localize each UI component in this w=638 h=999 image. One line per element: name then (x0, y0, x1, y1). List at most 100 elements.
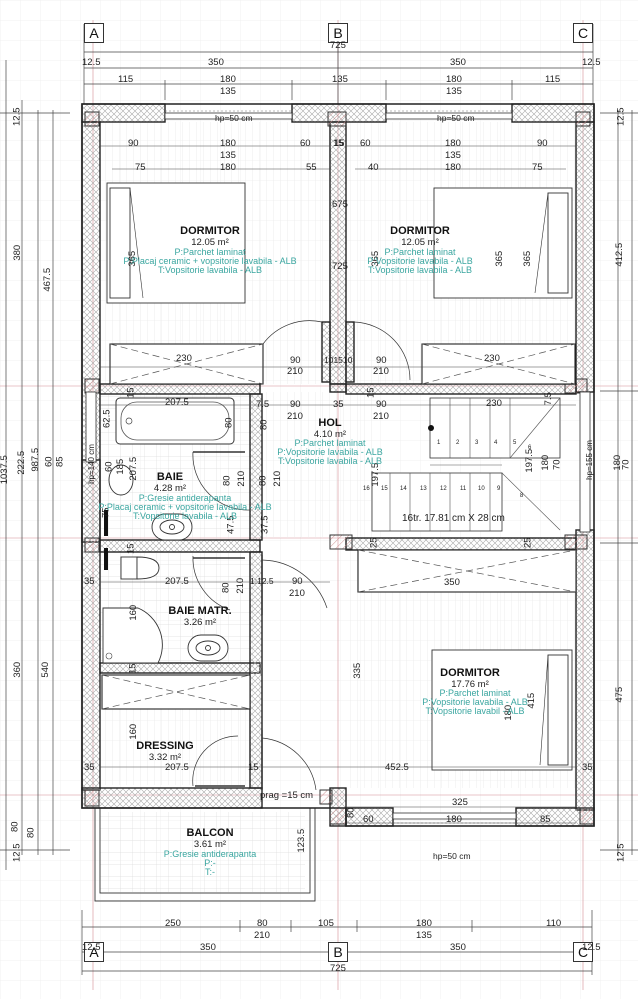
wall-finish: P:Placaj ceramic + vopsitorie lavabila -… (123, 256, 297, 266)
dim-label: 180 (416, 918, 432, 929)
dim-label: 180 (220, 138, 236, 149)
ceiling-finish: T:Vopsitorie lavabila - ALB (277, 456, 383, 466)
dim-label: 210 (235, 577, 247, 594)
dim-label: 380 (12, 244, 24, 261)
dim-label: 135 (416, 930, 432, 941)
dim-label: 35 (84, 576, 95, 587)
window-height-label: hp=50 cm (215, 113, 253, 123)
dim-label: 12.5 (615, 107, 627, 127)
dim-label: 675 (332, 199, 348, 210)
dim-label: 12.5 (82, 942, 101, 953)
dim-label: 207.5 (165, 762, 189, 773)
dim-label: 12.5 (11, 107, 23, 127)
dim-label: 90 (292, 576, 303, 587)
room-name: DORMITOR (440, 667, 500, 679)
dim-label: 350 (200, 942, 216, 953)
dim-label: 197.5 (370, 462, 382, 487)
dim-label: 110 (546, 918, 562, 929)
dim-label: 90 (290, 399, 301, 410)
dim-label: 230 (486, 398, 502, 409)
stairs-spec-label: 16tr. 17.81 cm X 28 cm (402, 513, 505, 524)
dim-label: 197.5 (524, 448, 536, 473)
dim-label: 85 (540, 814, 551, 825)
wall-finish: P:Vopsitorie lavabila - ALB (277, 447, 383, 457)
step-number: 14 (400, 486, 407, 492)
dim-label: 135 (446, 86, 462, 97)
floor-finish: P:Parchet laminat (439, 688, 511, 698)
dim-label: 25 (522, 537, 534, 549)
room-area: 12.05 m² (191, 237, 229, 248)
dim-label: 250 (165, 918, 181, 929)
room-area: 3.26 m² (183, 617, 217, 628)
window-height-label: hp=50 cm (437, 113, 475, 123)
dim-label: 55 (306, 162, 317, 173)
step-number: 12 (440, 486, 447, 492)
dim-label: 207.5 (165, 576, 189, 587)
dim-label: 222.5 (16, 450, 28, 475)
step-number: 10 (478, 486, 485, 492)
step-number: 9 (497, 486, 501, 492)
dim-label: 160 (128, 723, 140, 740)
dim-label: 15 (125, 387, 137, 399)
dim-label: 180 (446, 814, 462, 825)
axis-tag-a-top: A (84, 23, 104, 43)
dim-label: 210 (287, 366, 303, 377)
dim-label: 15 (127, 663, 139, 675)
dim-label: 1037.5 (0, 455, 10, 485)
dim-label: 80 (345, 807, 357, 819)
floor-finish: P:Parchet laminat (174, 247, 246, 257)
dim-label: 80 (258, 419, 270, 431)
dim-label: 7.5 (256, 399, 270, 410)
dim-label: 207.5 (128, 456, 140, 481)
dim-label: 12.5 (11, 843, 23, 863)
dim-label: 350 (450, 57, 466, 68)
floor-finish: P:Gresie antiderapanta (138, 493, 232, 503)
dim-label: 60 (360, 138, 371, 149)
step-number: 13 (420, 486, 427, 492)
dim-label: 90 (290, 355, 301, 366)
dim-label: 12.5 (82, 57, 101, 68)
ceiling-finish: T:Vopsitorie lavabila - ALB (132, 511, 238, 521)
floor-finish: P:Parchet laminat (294, 438, 366, 448)
dim-label: 15 (125, 543, 137, 555)
dim-label: 135 (220, 86, 236, 97)
dim-label: 80 (257, 918, 268, 929)
dim-label: 467.5 (42, 267, 54, 292)
dim-label: 230 (176, 353, 192, 364)
wall-finish: P:Vopsitorie lavabila - ALB (367, 256, 473, 266)
wall-finish: P:- (204, 858, 216, 868)
room-area: 17.76 m² (451, 679, 489, 690)
threshold-label: prag =15 cm (260, 790, 314, 801)
dim-label: 80 (25, 827, 37, 839)
room-name: BAIE (156, 471, 184, 483)
room-area: 3.61 m² (193, 839, 227, 850)
dim-label: 35 (84, 762, 95, 773)
dim-label: 335 (352, 662, 364, 679)
dim-total-bottom: 725 (330, 963, 346, 974)
window-height-label: hp=50 cm (433, 851, 471, 861)
dim-label: 412.5 (614, 242, 626, 267)
dim-label: 90 (537, 138, 548, 149)
room-name: HOL (318, 417, 342, 429)
dim-label: 80 (9, 821, 21, 833)
dim-label: 987.5 (30, 447, 42, 472)
axis-tag-b-top: B (328, 23, 348, 43)
room-name: DRESSING (136, 740, 194, 752)
dim-label: 180 (445, 162, 461, 173)
axis-tag-a-bottom: A (84, 942, 104, 962)
dim-label: 25 (368, 537, 380, 549)
dim-label: 350 (444, 577, 460, 588)
dim-label: 80 (257, 475, 269, 487)
ceiling-finish: T:- (205, 867, 215, 877)
dim-label: 1:12.5 (250, 576, 274, 586)
room-area: 4.28 m² (153, 483, 187, 494)
dim-label: 60 (103, 461, 115, 473)
room-name: BALCON (186, 827, 234, 839)
dim-label: 475 (614, 686, 626, 703)
floor-finish: P:Gresie antiderapanta (163, 849, 257, 859)
floor-finish: P:Parchet laminat (384, 247, 456, 257)
dim-label: 210 (272, 470, 284, 487)
step-number: 4 (494, 440, 498, 446)
dim-label: 350 (450, 942, 466, 953)
